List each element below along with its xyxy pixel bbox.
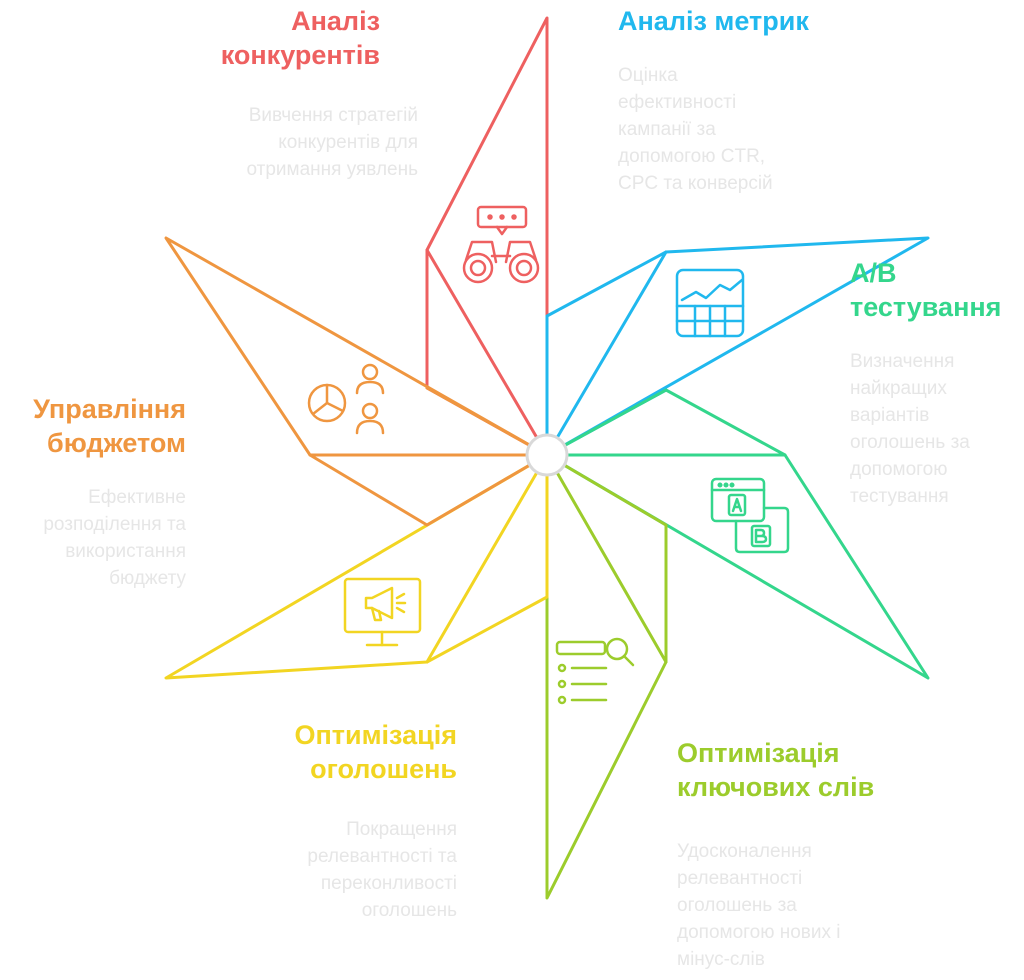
desc-line: бюджету [109,568,186,589]
desc-line: розподілення та [43,514,186,535]
desc-metrics: Оцінка ефективності кампанії за допомого… [618,62,848,197]
title-line: A/B [850,258,897,288]
desc-line: оголошень [361,900,457,921]
desc-line: Вивчення стратегій [248,105,418,126]
desc-line: допомогою CTR, [618,146,766,167]
desc-line: Ефективне [88,487,186,508]
title-line: Оптимізація [294,720,457,750]
desc-ab-testing: Визначення найкращих варіантів оголошень… [850,348,1022,510]
desc-line: CPC та конверсій [618,173,773,194]
desc-keywords: Удосконалення релевантності оголошень за… [677,838,917,973]
title-line: Оптимізація [677,738,840,768]
ab-test-icon [710,477,790,554]
title-budget: Управління бюджетом [0,392,186,460]
desc-line: тестування [850,486,949,507]
desc-line: оголошень за [850,432,970,453]
desc-line: допомогою нових і [677,922,841,943]
title-ab-testing: A/B тестування [850,256,1022,324]
growth-chart-icon [675,268,745,338]
desc-line: Визначення [850,351,955,372]
title-line: оголошень [310,754,457,784]
desc-line: варіантів [850,405,930,426]
title-line: Управління [33,394,186,424]
title-line: тестування [850,292,1002,322]
desc-line: релевантності та [307,846,457,867]
desc-line: релевантності [677,868,803,889]
desc-budget: Ефективне розподілення та використання б… [0,484,186,592]
search-list-icon [555,637,635,705]
title-line: бюджетом [47,428,186,458]
desc-line: допомогою [850,459,948,480]
desc-line: отримання уявлень [246,159,419,180]
desc-line: ефективності [618,92,737,113]
desc-line: переконливості [320,873,457,894]
desc-line: конкурентів для [278,132,418,153]
blade-competitors [425,16,549,457]
title-competitors: Аналіз конкурентів [150,4,380,72]
desc-line: Удосконалення [677,841,812,862]
center-hub [525,433,569,477]
desc-line: мінус-слів [677,949,765,970]
title-line: конкурентів [220,40,380,70]
desc-competitors: Вивчення стратегій конкурентів для отрим… [150,102,419,183]
desc-line: використання [65,541,186,562]
blade-keywords [545,453,668,900]
desc-line: найкращих [850,378,947,399]
desc-line: Оцінка [618,65,678,86]
binoculars-icon [462,205,540,284]
title-line: Аналіз метрик [618,6,809,36]
desc-line: кампанії за [618,119,716,140]
title-metrics: Аналіз метрик [618,4,878,38]
blade-budget [164,236,549,527]
pie-chart-people-icon [307,363,385,435]
title-keywords: Оптимізація ключових слів [677,736,917,804]
title-line: ключових слів [677,772,875,802]
title-line: Аналіз [291,6,380,36]
title-ads: Оптимізація оголошень [200,718,457,786]
desc-line: оголошень за [677,895,797,916]
desc-line: Покращення [346,819,457,840]
desc-ads: Покращення релевантності та переконливос… [200,816,457,924]
megaphone-monitor-icon [343,577,422,647]
